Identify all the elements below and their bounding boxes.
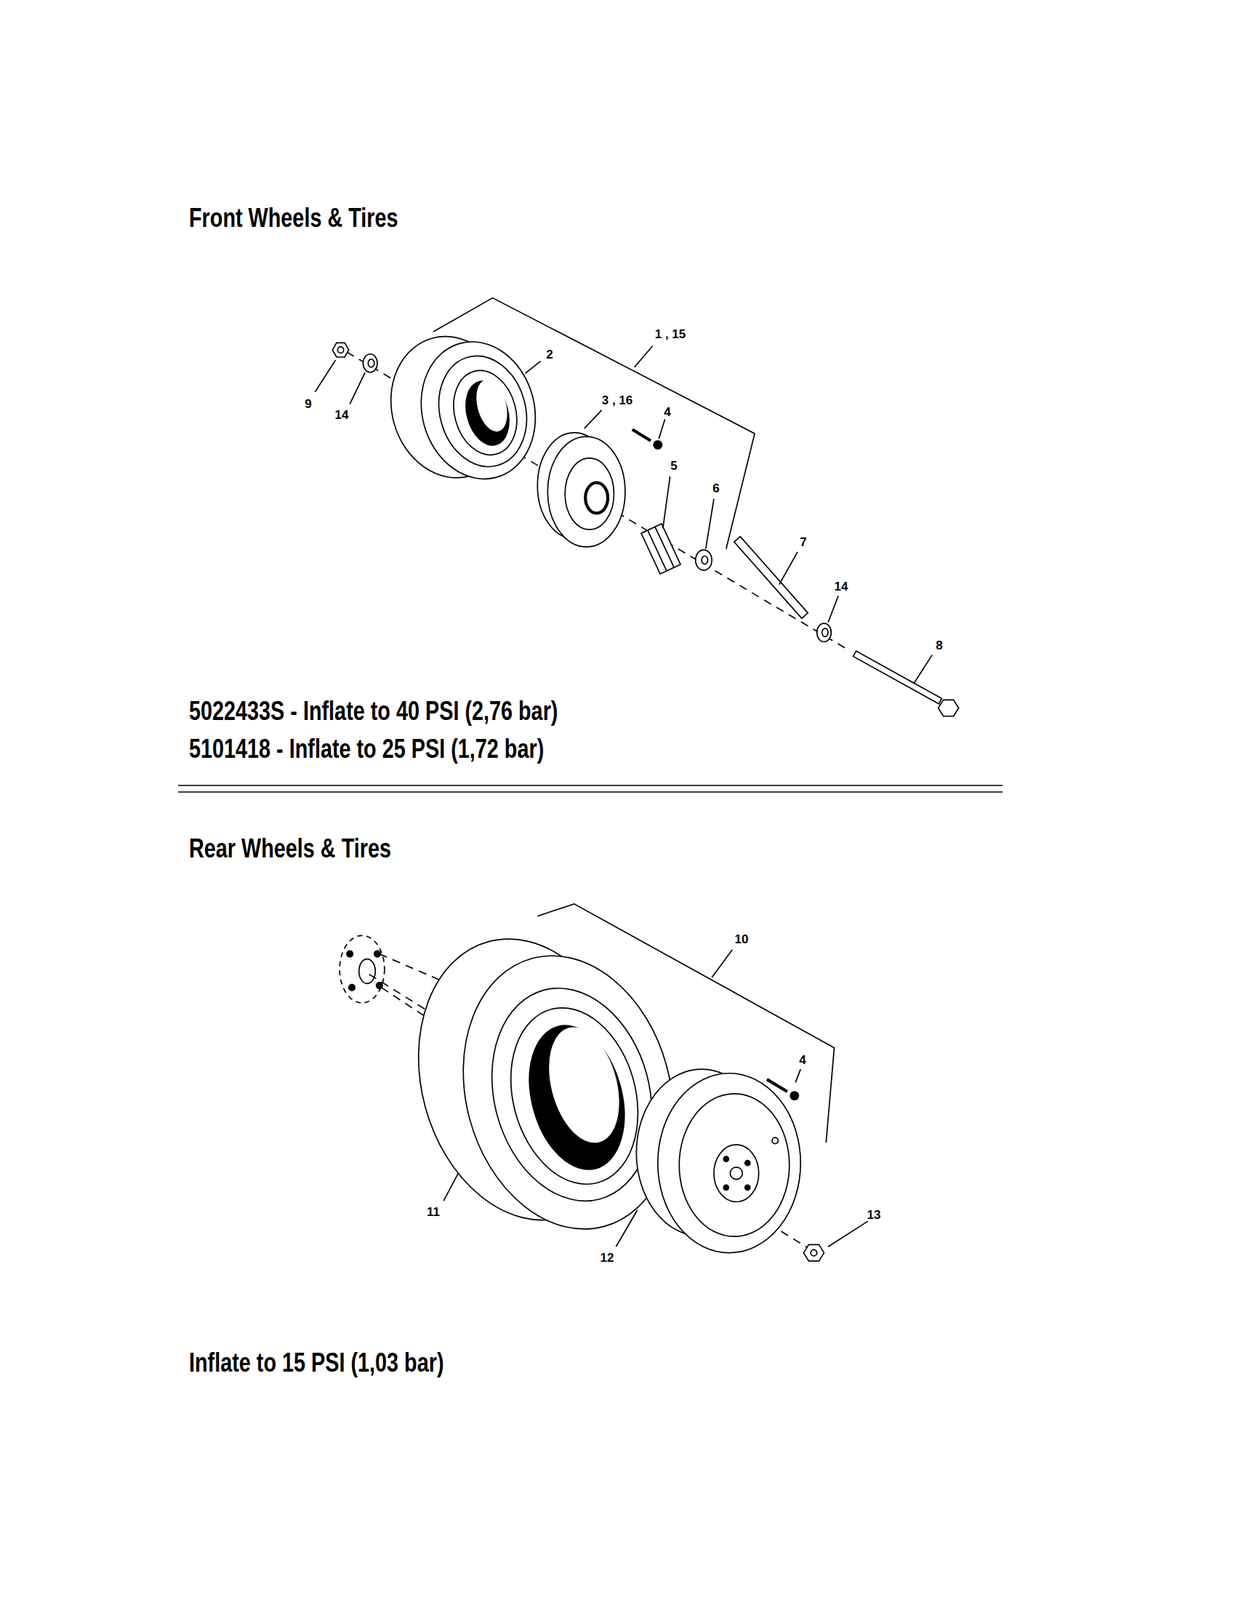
callout-number: 6	[712, 482, 720, 496]
callout-number: 5	[670, 459, 677, 474]
washer	[362, 354, 378, 373]
valve-stem	[766, 1078, 799, 1100]
section-heading: Front Wheels & Tires	[189, 203, 399, 233]
front-rim	[537, 432, 626, 547]
leader-lines	[314, 346, 933, 1247]
callout-number: 8	[935, 639, 943, 653]
callout-number: 13	[867, 1208, 882, 1223]
note-heading: Inflate to 15 PSI (1,03 bar)	[189, 1347, 445, 1377]
note-heading: 5022433S - Inflate to 40 PSI (2,76 bar)	[189, 696, 558, 726]
bolt	[853, 650, 959, 717]
note-heading: 5101418 - Inflate to 25 PSI (1,72 bar)	[189, 734, 544, 764]
front-wheel-assembly	[332, 298, 959, 717]
callout-number: 4	[663, 405, 671, 420]
rear-wheel-assembly	[339, 903, 834, 1263]
callout-number: 4	[798, 1053, 806, 1068]
front-tire	[375, 316, 551, 500]
nut	[332, 342, 349, 357]
callout-number: 7	[799, 535, 807, 550]
callout-number: 14	[834, 580, 849, 594]
callout-number: 1 , 15	[655, 327, 687, 342]
washer	[695, 549, 712, 570]
callout-number: 11	[426, 1205, 440, 1220]
lug-nut	[803, 1243, 824, 1260]
hub	[339, 934, 385, 1003]
assembly-bracket	[433, 298, 755, 549]
note-heading: Rear Wheels & Tires	[189, 833, 392, 863]
callout-number: 9	[304, 397, 312, 412]
spacer	[734, 536, 808, 618]
washer	[817, 623, 832, 642]
callout-number: 10	[735, 932, 749, 947]
valve-stem	[632, 429, 663, 450]
callout-number: 14	[335, 408, 349, 423]
divider-rule	[178, 785, 1003, 792]
callout-number: 12	[600, 1251, 615, 1265]
callout-number: 3 , 16	[601, 394, 634, 408]
bearing	[641, 523, 681, 574]
callout-number: 2	[545, 348, 553, 363]
rear-rim	[636, 1068, 801, 1253]
